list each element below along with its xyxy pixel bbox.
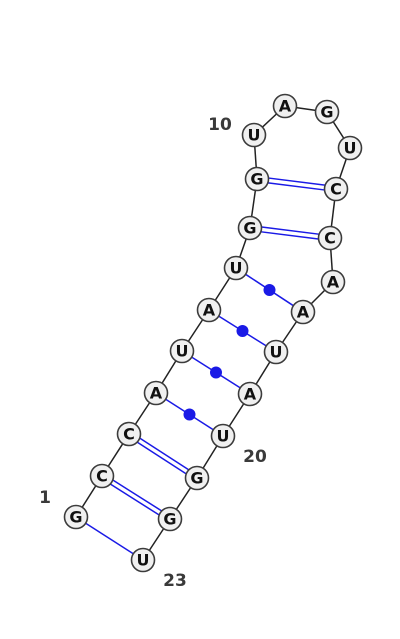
- nucleotide-2: C: [89, 463, 115, 489]
- base-pair-dot: [210, 366, 222, 379]
- nucleotide-letter: A: [297, 303, 310, 322]
- position-label-10: 10: [208, 115, 232, 135]
- nucleotide-letter: U: [176, 342, 189, 361]
- nucleotide-circle: [244, 166, 270, 192]
- nucleotide-circle: [63, 504, 89, 530]
- nucleotide-5: U: [169, 338, 195, 364]
- backbone-layer: [75, 105, 351, 561]
- nucleotide-letter: G: [243, 219, 256, 238]
- nucleotide-14: C: [323, 176, 349, 202]
- nucleotide-23: U: [130, 547, 156, 573]
- nucleotide-4: A: [143, 380, 169, 406]
- nucleotide-circle: [237, 381, 263, 407]
- nucleotide-18: U: [263, 339, 289, 365]
- nucleotide-circle: [116, 421, 142, 447]
- position-label-layer: 1 10 20 23: [39, 115, 267, 591]
- nucleotide-letter: U: [270, 343, 283, 362]
- nucleotide-letter: A: [244, 385, 257, 404]
- base-pair-line: [139, 437, 190, 471]
- nucleotide-letter: C: [123, 425, 135, 444]
- base-pair-dot: [263, 284, 276, 296]
- nucleotide-circle: [196, 297, 222, 323]
- position-label-1: 1: [39, 488, 51, 508]
- nucleotide-circle: [237, 215, 263, 241]
- nucleotide-letter: G: [320, 103, 333, 122]
- position-label-23: 23: [163, 571, 187, 591]
- base-pair-line: [110, 483, 160, 516]
- nucleotide-circle: [314, 99, 340, 125]
- nucleotide-letter: U: [344, 139, 357, 158]
- base-pair-line: [136, 441, 187, 475]
- nucleotide-circle: [317, 225, 343, 251]
- nucleotide-letter: C: [324, 229, 336, 248]
- nucleotide-19: A: [237, 381, 263, 407]
- nucleotide-letter: U: [248, 126, 261, 145]
- nucleotide-12: G: [314, 99, 340, 125]
- nucleotide-circle: [89, 463, 115, 489]
- nucleotide-17: A: [290, 299, 316, 325]
- nucleotide-letter: G: [190, 469, 203, 488]
- nucleotide-20: U: [210, 423, 236, 449]
- nucleotide-letter: U: [137, 551, 150, 570]
- nucleotide-letter: C: [330, 180, 342, 199]
- nucleotide-8: G: [237, 215, 263, 241]
- nucleotide-circle: [290, 299, 316, 325]
- base-pair-dot: [183, 408, 196, 421]
- nucleotide-3: C: [116, 421, 142, 447]
- base-pair-layer: [85, 177, 325, 555]
- nucleotide-letter: A: [203, 301, 216, 320]
- nucleotide-10: U: [241, 122, 267, 148]
- nucleotide-letter: A: [279, 97, 292, 116]
- position-label-20: 20: [243, 447, 267, 467]
- nucleotide-letter: G: [163, 510, 176, 529]
- nucleotide-circle: [263, 339, 289, 365]
- nucleotide-letter: C: [96, 467, 108, 486]
- nucleotide-letter: G: [69, 508, 82, 527]
- nucleotide-circle: [241, 122, 267, 148]
- nucleotide-letter: A: [150, 384, 163, 403]
- nucleotide-circle: [337, 135, 363, 161]
- nucleotide-21: G: [184, 465, 210, 491]
- nucleotide-circle: [323, 176, 349, 202]
- base-pair-line: [85, 522, 134, 555]
- base-pair-line: [261, 226, 319, 235]
- base-pair-line: [268, 177, 325, 186]
- base-pair-line: [261, 231, 319, 240]
- nucleotide-circle: [184, 465, 210, 491]
- nucleotide-circle: [210, 423, 236, 449]
- nucleotide-13: U: [337, 135, 363, 161]
- nucleotide-letter: G: [250, 170, 263, 189]
- nucleotide-15: C: [317, 225, 343, 251]
- nucleotide-letter: A: [327, 273, 340, 292]
- nucleotide-circle: [320, 269, 346, 295]
- base-pair-line: [268, 182, 325, 191]
- base-pair-line: [112, 479, 162, 512]
- nucleotide-16: A: [320, 269, 346, 295]
- nucleotide-circle: [130, 547, 156, 573]
- nucleotide-6: A: [196, 297, 222, 323]
- nucleotide-circle: [223, 255, 249, 281]
- nucleotide-9: G: [244, 166, 270, 192]
- nucleotide-circle: [169, 338, 195, 364]
- nucleotide-circle: [272, 93, 298, 119]
- nucleotide-letter: U: [230, 259, 243, 278]
- nucleotide-22: G: [157, 506, 183, 532]
- nucleotide-letter: U: [217, 427, 230, 446]
- nucleotide-11: A: [272, 93, 298, 119]
- nucleotide-circle: [143, 380, 169, 406]
- nucleotide-7: U: [223, 255, 249, 281]
- nucleotide-1: G: [63, 504, 89, 530]
- nucleotide-circle: [157, 506, 183, 532]
- base-pair-dot: [236, 325, 249, 337]
